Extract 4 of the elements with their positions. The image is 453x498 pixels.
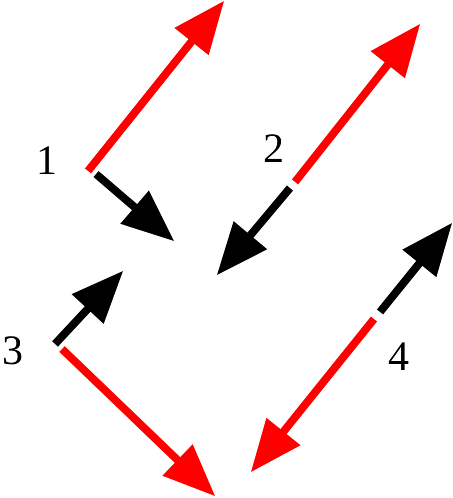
callout-number: 1 bbox=[36, 140, 57, 182]
callout-number: 2 bbox=[263, 128, 284, 170]
callout-number: 4 bbox=[388, 336, 409, 378]
callout-number: 3 bbox=[2, 330, 23, 372]
